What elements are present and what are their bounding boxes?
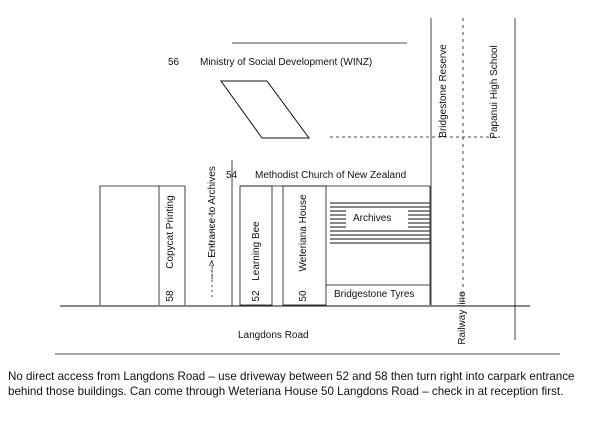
methodist-number: 54 <box>226 170 238 181</box>
winz-number: 56 <box>168 57 180 68</box>
copycat-label: Copycat Printing <box>165 195 176 269</box>
bridgestone-tyres-label: Bridgestone Tyres <box>334 289 415 300</box>
langdons-road-label: Langdons Road <box>238 330 309 341</box>
archives-label-backing <box>346 210 408 228</box>
learning-bee-number: 52 <box>251 290 262 302</box>
bridgestone-reserve-label: Bridgestone Reserve <box>438 44 449 138</box>
directions-note: No direct access from Langdons Road – us… <box>8 370 575 398</box>
winz-building-outline <box>220 80 310 139</box>
entrance-label: ----> Entrance to Archives <box>207 166 218 280</box>
methodist-label: Methodist Church of New Zealand <box>255 170 407 181</box>
learning-bee-label: Learning Bee <box>251 221 262 281</box>
archives-label: Archives <box>353 213 392 224</box>
railway-line-label: Railway line <box>457 291 468 345</box>
copycat-building-outline <box>99 185 186 305</box>
papanui-high-school-label: Papanui High School <box>489 45 500 139</box>
weteriana-number: 50 <box>298 290 309 302</box>
winz-label: Ministry of Social Development (WINZ) <box>200 57 373 68</box>
weteriana-label: Weteriana House <box>298 194 309 272</box>
copycat-number: 58 <box>165 290 176 302</box>
